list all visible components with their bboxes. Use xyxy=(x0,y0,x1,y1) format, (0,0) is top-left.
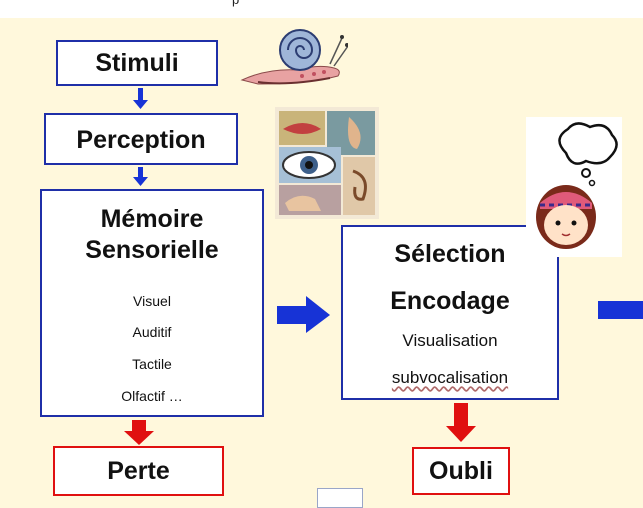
selection-title-line1: Sélection xyxy=(394,240,506,268)
selection-sub-subvocalisation: subvocalisation xyxy=(391,368,509,387)
selection-title-line2: Encodage xyxy=(390,287,510,315)
oubli-box: Oubli xyxy=(412,447,510,495)
perte-box: Perte xyxy=(53,446,224,496)
perte-label: Perte xyxy=(107,457,170,485)
bottom-partial-box xyxy=(317,488,363,508)
senses-collage-icon xyxy=(275,107,379,219)
thinking-girl-icon xyxy=(526,117,622,257)
memoire-item-olfactif: Olfactif … xyxy=(121,388,183,404)
memoire-sensorielle-box: Mémoire Sensorielle Visuel Auditif Tacti… xyxy=(40,189,264,417)
snail-icon xyxy=(240,29,348,85)
memoire-item-visuel: Visuel xyxy=(133,293,171,309)
arrow-down-perception-memoire xyxy=(133,167,148,186)
arrow-right-memoire-selection xyxy=(277,296,330,333)
stimuli-label: Stimuli xyxy=(95,49,179,77)
memoire-item-tactile: Tactile xyxy=(132,356,172,372)
selection-sub-visualisation: Visualisation xyxy=(402,331,498,350)
memoire-title-line1: Mémoire xyxy=(100,205,204,233)
arrow-down-memoire-perte xyxy=(124,420,154,445)
perception-label: Perception xyxy=(76,126,206,154)
arrow-down-stimuli-perception xyxy=(133,88,148,109)
top-strip: p xyxy=(0,0,643,18)
selection-sub-subvocalisation-wrap: subvocalisation xyxy=(343,368,557,388)
perception-box: Perception xyxy=(44,113,238,165)
stimuli-box: Stimuli xyxy=(56,40,218,86)
top-clipped-text: p xyxy=(232,0,239,7)
selection-encodage-box: Sélection Encodage Visualisation subvoca… xyxy=(341,225,559,400)
arrow-down-selection-oubli xyxy=(446,403,476,442)
memoire-item-auditif: Auditif xyxy=(132,324,172,340)
memoire-title-line2: Sensorielle xyxy=(85,236,219,264)
oubli-label: Oubli xyxy=(429,457,493,485)
arrow-right-clipped xyxy=(598,301,643,319)
